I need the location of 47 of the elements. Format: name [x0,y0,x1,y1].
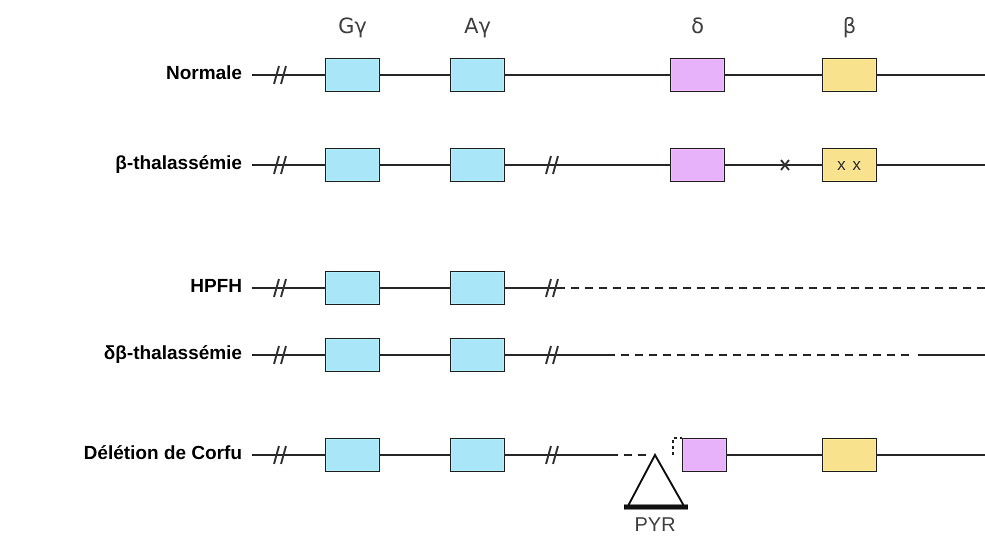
insertion-label: PYR [634,514,676,537]
chromosome-line [380,287,450,289]
row-label: δβ-thalassémie [104,343,242,365]
row-label: β-thalassémie [115,153,242,175]
gene-box [822,438,877,472]
row-label: Délétion de Corfu [84,443,242,465]
row-label: HPFH [190,276,242,298]
mutation-marks: x x [837,155,862,175]
gene-box [450,148,505,182]
chromosome-line [505,287,985,289]
chromosome-line [252,454,325,456]
gene-box [325,271,380,305]
chromosome-line [505,164,670,166]
gene-box [325,438,380,472]
chromosome-line [252,287,325,289]
gene-box [325,148,380,182]
gene-label: δ [691,14,704,38]
chromosome-line [252,164,325,166]
chromosome-line [505,354,985,356]
gene-box [450,58,505,92]
gene-box [450,438,505,472]
chromosome-line [380,354,450,356]
gene-box [682,438,727,472]
gene-box [670,148,725,182]
chromosome-line [505,74,670,76]
chromosome-line [725,164,822,166]
chromosome-line [252,354,325,356]
row-label: Normale [166,63,242,85]
gene-box [325,58,380,92]
gene-label: Aγ [464,14,491,38]
chromosome-line [380,74,450,76]
gene-box [325,338,380,372]
gene-box [822,58,877,92]
chromosome-line [877,454,985,456]
chromosome-line [877,164,985,166]
gene-box [822,148,877,182]
chromosome-line [380,164,450,166]
gene-box [670,58,725,92]
chromosome-line [877,74,985,76]
chromosome-line [727,454,822,456]
gene-label: Gγ [338,14,367,38]
gene-label: β [842,14,856,38]
chromosome-line [380,454,450,456]
chromosome-line [725,74,822,76]
chromosome-line [252,74,325,76]
gene-box [450,271,505,305]
gene-box [450,338,505,372]
